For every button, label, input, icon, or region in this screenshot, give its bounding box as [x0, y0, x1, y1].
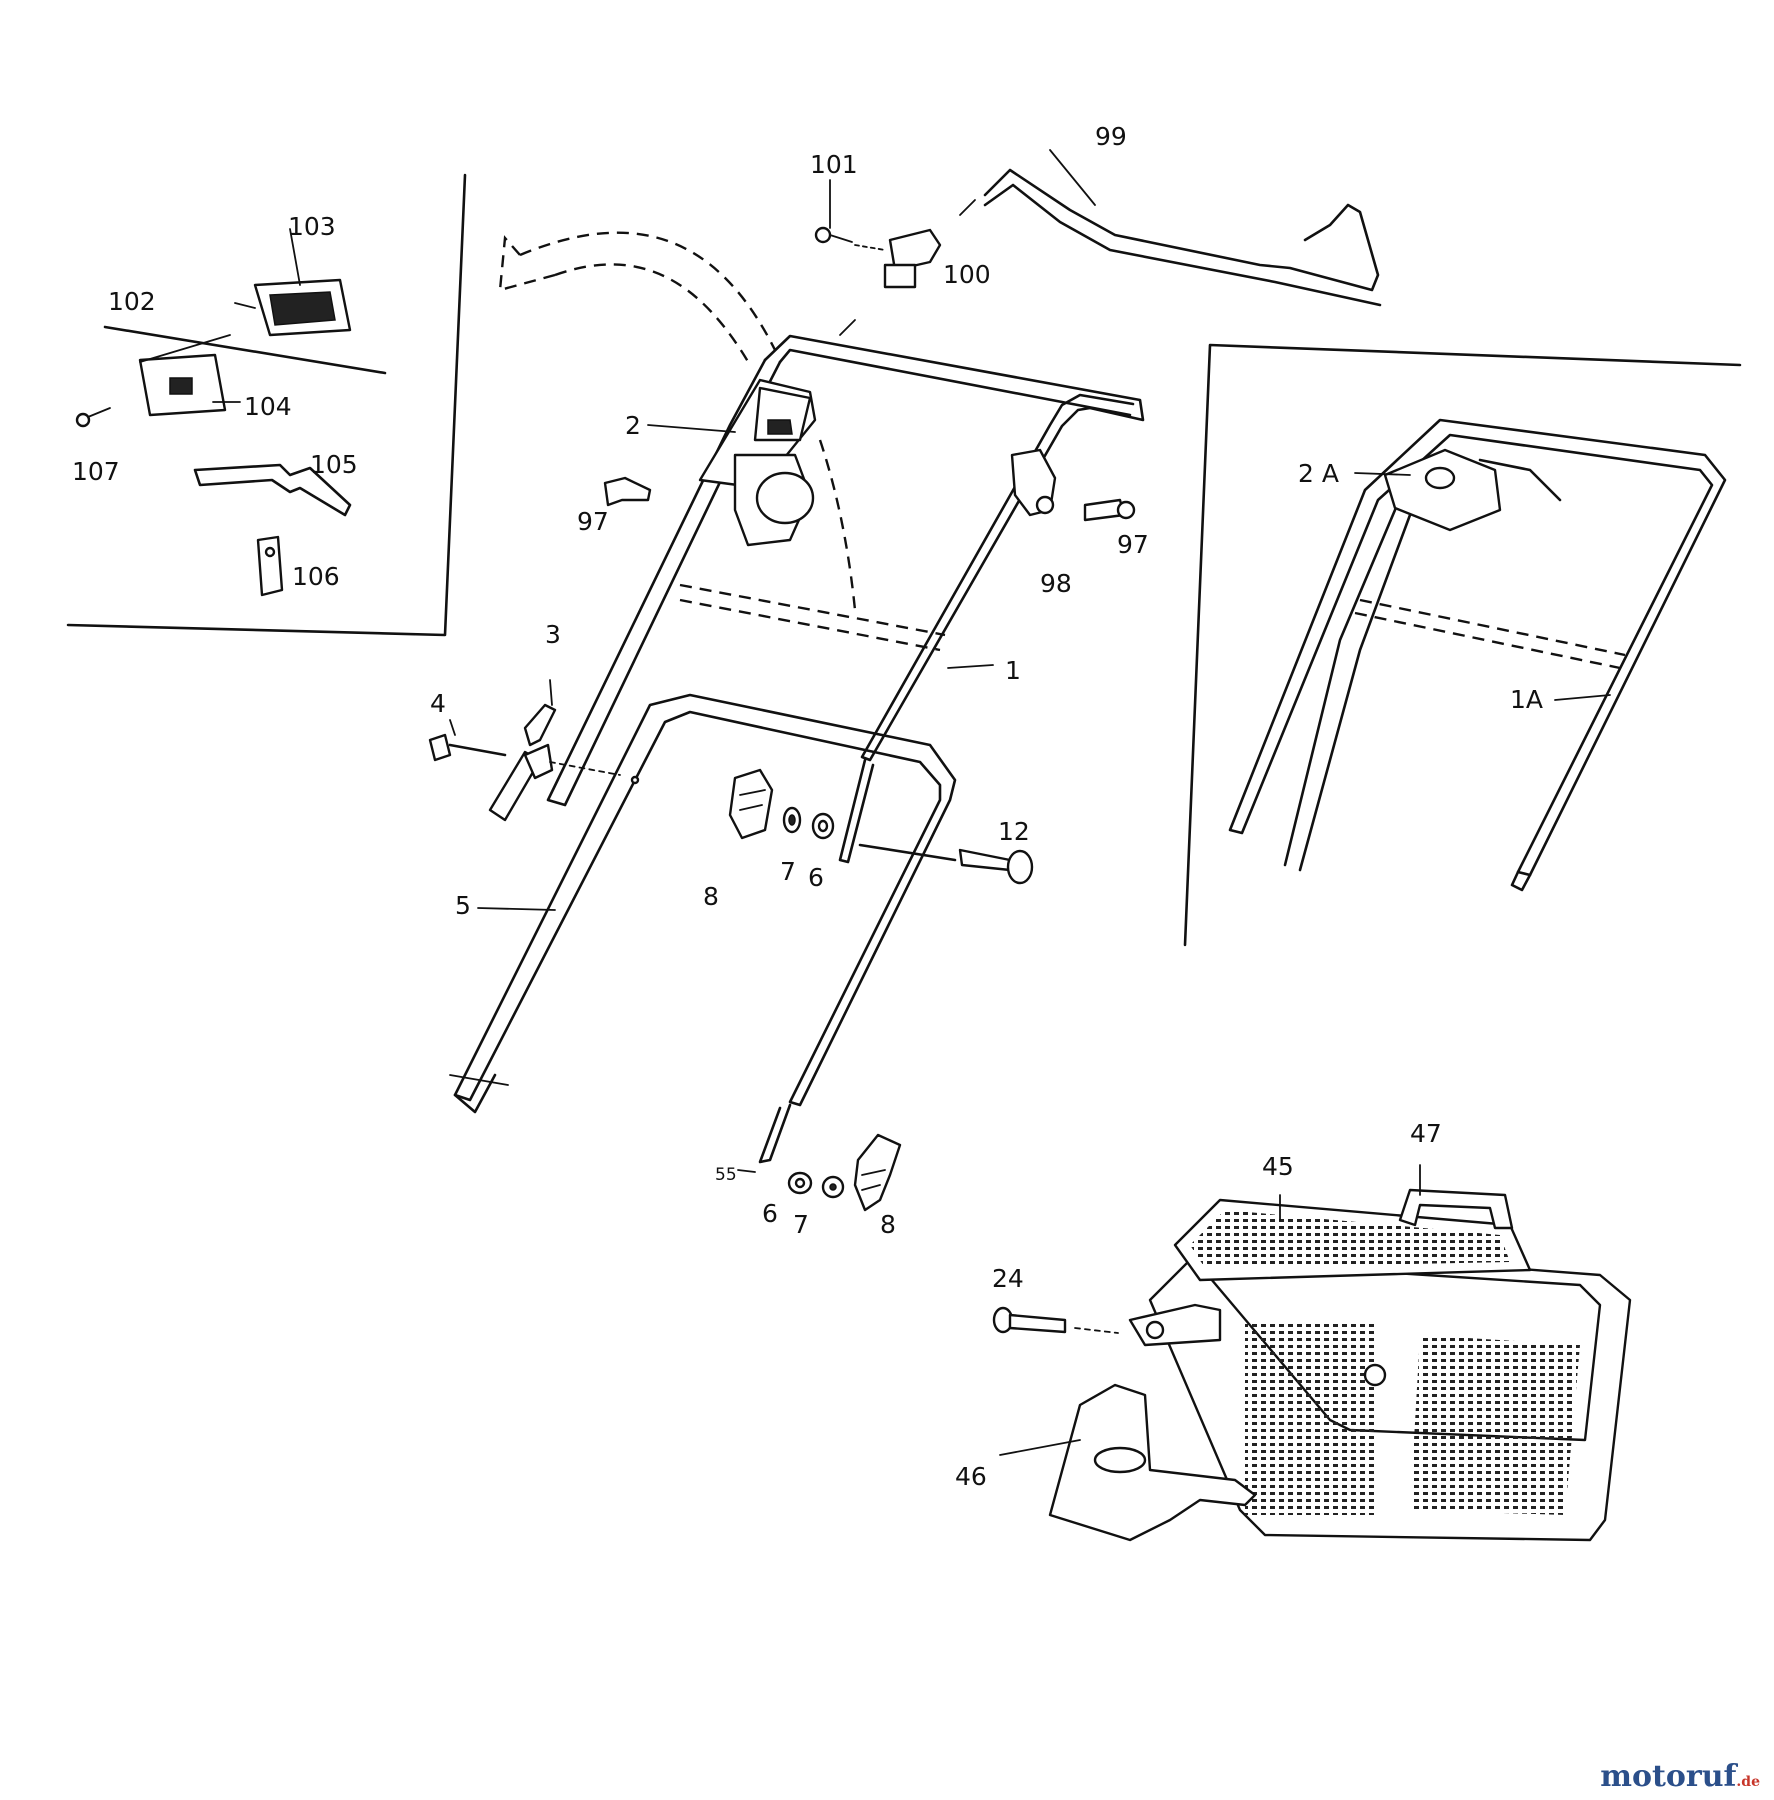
part-deflector-46	[1048, 1383, 1257, 1542]
part-screw-97-right	[1083, 498, 1136, 522]
part-switch-box	[698, 378, 857, 611]
detail-box-alt-handle	[1183, 343, 1742, 947]
label-24: 24	[992, 1264, 1024, 1293]
label-6-lower: 6	[762, 1199, 778, 1228]
detail-box-switch-parts	[66, 173, 467, 637]
label-3: 3	[545, 620, 561, 649]
part-clip-106	[256, 535, 284, 597]
label-7-upper: 7	[780, 857, 796, 886]
label-7-lower: 7	[793, 1210, 809, 1239]
part-bolt-12	[858, 843, 1034, 885]
part-plate-104	[138, 353, 227, 417]
part-spring-105	[193, 463, 352, 517]
part-cover-103	[253, 278, 352, 337]
label-4: 4	[430, 689, 446, 718]
part-washer-6-lower	[787, 1171, 813, 1195]
label-5: 5	[455, 891, 471, 920]
part-clamp-98	[1010, 448, 1057, 517]
label-2: 2	[625, 411, 641, 440]
label-99: 99	[1095, 122, 1127, 151]
label-105: 105	[310, 450, 358, 479]
label-107: 107	[72, 457, 120, 486]
label-8-lower: 8	[880, 1210, 896, 1239]
part-alt-handle-1a	[1228, 418, 1727, 892]
label-104: 104	[244, 392, 292, 421]
label-55: 55	[715, 1165, 737, 1185]
label-2a: 2 A	[1298, 459, 1339, 488]
part-screw-101	[814, 226, 853, 244]
callout-labels: 1 1A 2 2 A 3 4 5 6 6 7 7 8 8 12 24 45 46…	[72, 122, 1543, 1491]
label-97-right: 97	[1117, 530, 1149, 559]
part-washer-7-upper	[782, 806, 802, 834]
part-washer-7-lower	[821, 1175, 845, 1199]
part-lower-handle	[449, 693, 957, 1164]
part-grass-catcher	[1128, 1188, 1632, 1542]
label-47: 47	[1410, 1119, 1442, 1148]
part-knob-8-upper	[728, 768, 774, 840]
watermark-tld: .de	[1736, 1774, 1760, 1790]
part-washer-6-upper	[811, 812, 835, 840]
part-cable-bail	[959, 168, 1382, 307]
label-1a: 1A	[1510, 685, 1543, 714]
label-101: 101	[810, 150, 858, 179]
label-8-upper: 8	[703, 882, 719, 911]
label-103: 103	[288, 212, 336, 241]
part-knob-3	[488, 703, 557, 822]
label-106: 106	[292, 562, 340, 591]
lead-line-55	[737, 1169, 756, 1173]
label-97-left: 97	[577, 507, 609, 536]
part-screw-107	[75, 407, 111, 428]
part-screw-97-left	[603, 476, 652, 507]
watermark-brand: motoruf	[1600, 1759, 1737, 1794]
part-knob-8-lower	[853, 1133, 902, 1212]
label-6-upper: 6	[808, 863, 824, 892]
label-1: 1	[1005, 656, 1021, 685]
part-clip	[854, 228, 942, 289]
label-46: 46	[955, 1462, 987, 1491]
label-98: 98	[1040, 569, 1072, 598]
part-bolt-4	[428, 733, 621, 776]
label-100: 100	[943, 260, 991, 289]
leader-lines	[139, 149, 1611, 1456]
label-12: 12	[998, 817, 1030, 846]
part-pin-24	[992, 1306, 1119, 1334]
part-rod-102	[103, 325, 387, 375]
label-45: 45	[1262, 1152, 1294, 1181]
fold-arrow	[498, 231, 777, 366]
part-alt-switch-2a	[1283, 448, 1562, 872]
label-102: 102	[108, 287, 156, 316]
watermark-logo: motoruf.de	[1600, 1759, 1760, 1794]
